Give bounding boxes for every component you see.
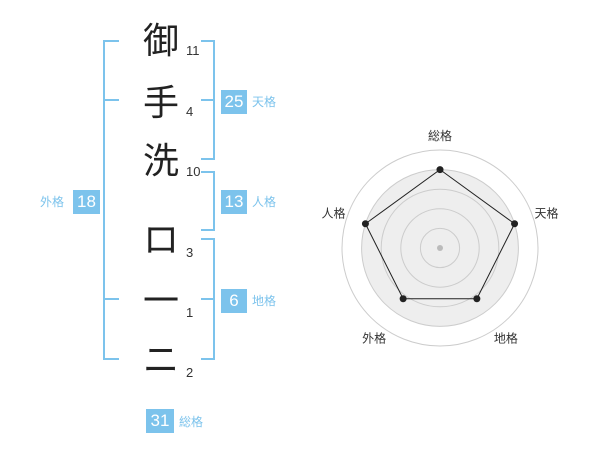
name-char-1: 御 xyxy=(142,21,179,62)
radar-point-5 xyxy=(361,220,369,228)
chikaku-value-badge: 6 xyxy=(221,289,247,313)
radar-axis-label-2: 天格 xyxy=(535,205,559,220)
gaikaku-tick-lower xyxy=(103,298,119,300)
stroke-count-6: 2 xyxy=(186,365,194,380)
tenkaku-tick xyxy=(201,99,215,101)
soukaku-label: 総格 xyxy=(179,415,204,429)
radar-center-dot xyxy=(437,245,443,251)
stroke-count-3: 10 xyxy=(186,164,201,179)
stroke-count-1: 11 xyxy=(186,43,200,58)
radar-axis-label-4: 外格 xyxy=(362,331,386,346)
radar-series-polygon xyxy=(364,168,516,300)
radar-axis-label-5: 人格 xyxy=(321,205,345,220)
jinkaku-label: 人格 xyxy=(252,195,277,209)
name-char-3: 洗 xyxy=(142,141,179,182)
stroke-count-2: 4 xyxy=(186,104,194,119)
radar-ring-5 xyxy=(341,149,539,347)
radar-point-1 xyxy=(436,166,444,174)
radar-axis-label-1: 総格 xyxy=(428,128,452,143)
radar-axis-label-3: 地格 xyxy=(494,331,518,346)
gaikaku-bracket xyxy=(103,40,119,360)
radar-point-2 xyxy=(511,220,519,228)
chikaku-label: 地格 xyxy=(252,294,277,308)
name-char-4: ロ xyxy=(142,220,179,261)
tenkaku-label: 天格 xyxy=(252,95,277,109)
name-char-6: ニ xyxy=(142,340,179,381)
radar-point-3 xyxy=(473,295,481,303)
name-char-5: 一 xyxy=(142,281,179,322)
radar-ring-2 xyxy=(400,208,480,288)
stroke-count-5: 1 xyxy=(186,305,194,320)
radar-ring-3 xyxy=(380,188,500,308)
gaikaku-tick-upper xyxy=(103,99,119,101)
soukaku-value-badge: 31 xyxy=(146,409,174,433)
gaikaku-label: 外格 xyxy=(40,195,65,209)
gaikaku-value-badge: 18 xyxy=(73,190,100,214)
radar-point-4 xyxy=(399,295,407,303)
tenkaku-value-badge: 25 xyxy=(221,90,247,114)
jinkaku-bracket xyxy=(201,171,215,231)
radar-ring-1 xyxy=(419,227,461,269)
stroke-count-4: 3 xyxy=(186,245,194,260)
chikaku-tick xyxy=(201,298,215,300)
name-char-2: 手 xyxy=(142,83,179,124)
jinkaku-value-badge: 13 xyxy=(221,190,247,214)
